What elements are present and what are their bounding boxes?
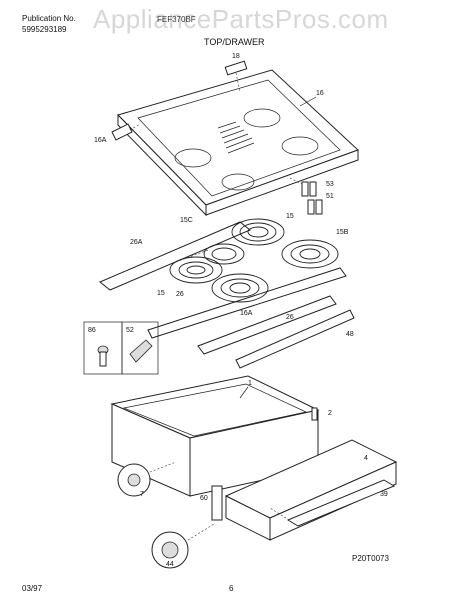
drawer-handle bbox=[269, 479, 396, 527]
drawer-body bbox=[110, 375, 320, 497]
callout-48: 48 bbox=[346, 331, 354, 338]
callout-26-left: 26 bbox=[176, 291, 184, 298]
callout-44: 44 bbox=[166, 561, 174, 568]
callout-52: 52 bbox=[126, 327, 134, 334]
page-number: 6 bbox=[229, 584, 234, 593]
burner-support-bracket bbox=[99, 221, 347, 339]
bracket-part-60 bbox=[211, 485, 223, 521]
callout-1: 1 bbox=[248, 380, 252, 387]
surface-element-coils bbox=[169, 218, 339, 303]
callout-26-right: 26 bbox=[286, 314, 294, 321]
clip-part-18 bbox=[224, 60, 248, 93]
callout-16a-top: 16A bbox=[94, 137, 107, 144]
cooktop-panel bbox=[117, 69, 359, 217]
callout-15-left: 15 bbox=[157, 290, 165, 297]
callout-16a-bottom: 16A bbox=[240, 310, 253, 317]
figure-number: P20T0073 bbox=[352, 554, 389, 563]
revision-date: 03/97 bbox=[22, 584, 43, 593]
callout-26a: 26A bbox=[130, 239, 143, 246]
callout-15-top: 15 bbox=[286, 213, 294, 220]
watermark: AppliancePartsPros.com bbox=[93, 4, 389, 34]
callout-86: 86 bbox=[88, 327, 96, 334]
publication-number: 5995293189 bbox=[22, 25, 67, 34]
callout-7: 7 bbox=[140, 491, 144, 498]
roller-part-7 bbox=[117, 461, 177, 497]
callout-2: 2 bbox=[328, 410, 332, 417]
callout-51: 51 bbox=[326, 193, 334, 200]
trim-rails bbox=[175, 249, 355, 369]
callout-4: 4 bbox=[364, 455, 368, 462]
callout-39: 39 bbox=[380, 491, 388, 498]
callout-53: 53 bbox=[326, 181, 334, 188]
model-number: FEF370BF bbox=[157, 15, 196, 24]
callout-labels: 18 16 16A 53 51 15C 15 15B 26A 15 26 16A… bbox=[88, 53, 388, 568]
screws-part-53-51 bbox=[289, 177, 323, 215]
inset-part-52 bbox=[121, 321, 159, 375]
section-title: TOP/DRAWER bbox=[204, 37, 265, 47]
callout-18: 18 bbox=[232, 53, 240, 60]
screw-part-2 bbox=[311, 407, 318, 421]
roller-part-44 bbox=[151, 523, 215, 569]
publication-label: Publication No. bbox=[22, 14, 76, 23]
callout-60: 60 bbox=[200, 495, 208, 502]
bracket-part-16a-top bbox=[111, 123, 141, 141]
callout-15b: 15B bbox=[336, 229, 349, 236]
callout-16: 16 bbox=[316, 90, 324, 97]
callout-15c: 15C bbox=[180, 217, 193, 224]
